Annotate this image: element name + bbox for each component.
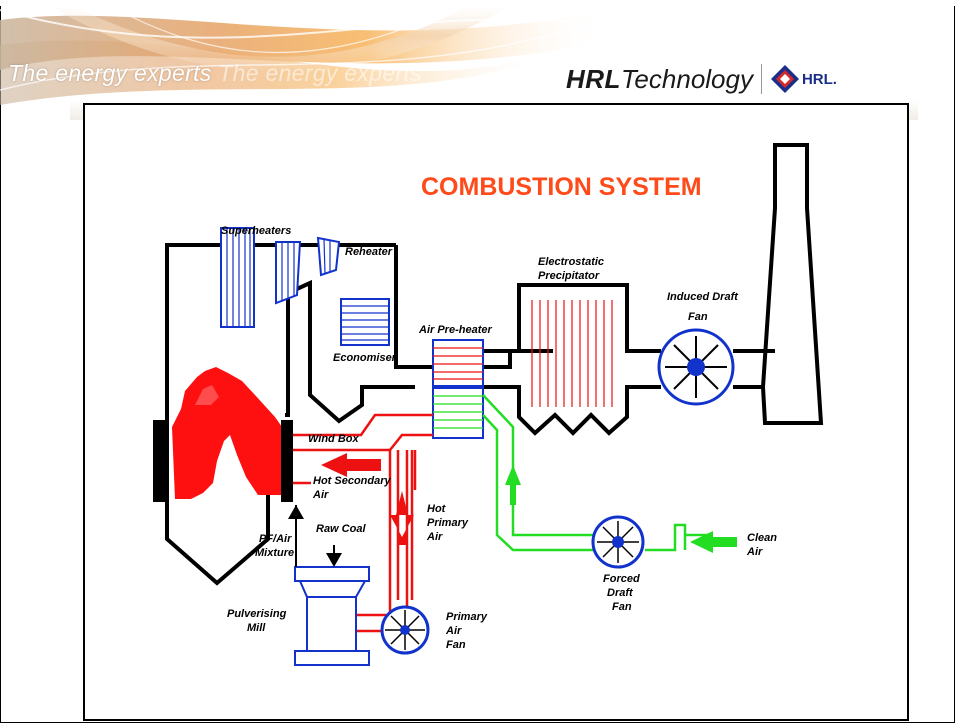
header-swoosh [0,0,955,106]
label-esp-line2: Precipitator [538,270,600,282]
label-economiser: Economiser [333,352,397,364]
label-wind-box: Wind Box [308,433,359,445]
tagline-ghost: The energy experts [218,60,422,86]
diagram-title: COMBUSTION SYSTEM [421,173,702,201]
economiser-hopper [308,283,415,424]
hot-primary-arrow-icon [390,515,414,545]
hrl-diamond-icon [770,65,799,93]
label-primary-fan-line2: Air [445,625,462,637]
label-primary-fan-line1: Primary [446,611,488,623]
pf-air-up-arrow-icon [288,505,304,519]
header-band: The energy experts The energy experts HR… [0,0,955,120]
label-idf-line2: Fan [688,311,708,323]
label-reheater: Reheater [345,246,393,258]
label-forced-line2: Draft [607,587,634,599]
label-pulverising-line2: Mill [247,622,266,634]
brand-hrl-small: HRL. [801,70,837,88]
brand-hrl: HRL [566,63,621,94]
mill-base-plate [294,650,370,666]
cold-air-up-arrow-icon [505,465,521,505]
label-hot-primary-line3: Air [426,531,443,543]
label-hot-primary-line1: Hot [427,503,447,515]
label-esp-line1: Electrostatic [538,256,604,268]
tagline-text: The energy experts [8,60,212,86]
label-hot-primary-line2: Primary [427,517,469,529]
label-clean-air-line1: Clean [747,532,777,544]
chimney-stack [760,143,824,425]
label-pulverising-line1: Pulverising [227,608,287,620]
label-clean-air-line2: Air [746,546,763,558]
burner-wall-right [281,420,293,502]
hot-secondary-arrow-icon [321,453,381,477]
esp-hopper-duct [483,385,661,436]
pulverising-mill [298,580,367,652]
label-forced-line1: Forced [603,573,640,585]
label-hot-secondary-line1: Hot Secondary [313,475,392,487]
flue-upper-wall [394,245,553,369]
furnace-flame [172,367,282,499]
label-primary-fan-line3: Fan [446,639,466,651]
label-hot-secondary-line2: Air [312,489,329,501]
diagram-panel: COMBUSTION SYSTEM [83,103,909,721]
label-pf-air-line2: Mixture [255,547,294,559]
label-superheaters: Superheaters [221,225,291,237]
superheater-bank-1 [220,227,255,328]
brand-logo: HRL Technology HRL. [566,64,837,94]
clean-air-arrow-icon [690,531,737,553]
brand-technology: Technology [620,63,753,94]
reheater-bank [316,236,341,277]
label-pf-air-line1: PF/Air [259,533,292,545]
economiser-bank [340,298,390,346]
mill-top-plate [294,566,370,582]
combustion-diagram: COMBUSTION SYSTEM [153,143,824,666]
tagline: The energy experts The energy experts [8,60,422,87]
esp-plates [531,300,613,407]
label-raw-coal: Raw Coal [316,523,366,535]
esp-top-duct [483,283,661,353]
label-idf-line1: Induced Draft [667,291,739,303]
label-air-preheater: Air Pre-heater [418,324,492,336]
raw-coal-down-arrow-icon [326,553,342,567]
burner-wall-left [153,420,167,502]
brand-divider [760,64,762,94]
label-forced-line3: Fan [612,601,632,613]
